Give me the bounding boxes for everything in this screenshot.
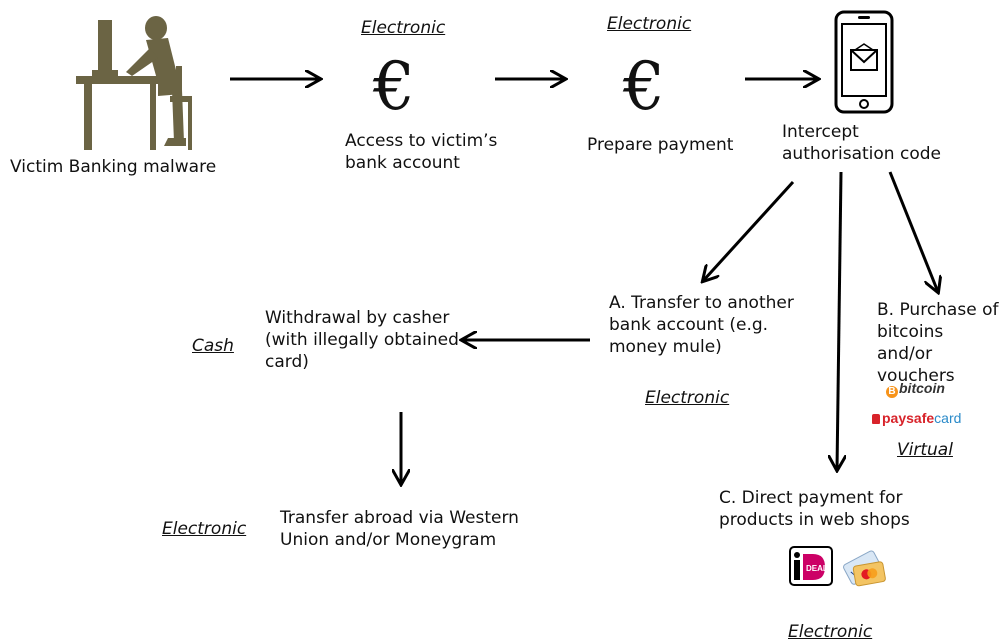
- abroad-step-label: Transfer abroad via Western Union and/or…: [280, 508, 519, 550]
- cash-step-label: Withdrawal by casher (with illegally obt…: [265, 308, 459, 372]
- branch-a-label: A. Transfer to another bank account (e.g…: [609, 293, 794, 357]
- person-at-computer-icon: [76, 16, 192, 150]
- svg-text:DEAL: DEAL: [806, 564, 828, 573]
- branch-c-tag: Electronic: [788, 622, 873, 642]
- branch-b-label: B. Purchase of bitcoins and/or vouchers: [877, 300, 999, 386]
- step1-tag: Electronic: [361, 18, 446, 38]
- step2-tag: Electronic: [607, 14, 692, 34]
- step2-label: Prepare payment: [587, 135, 734, 155]
- credit-card-icon: VISA: [843, 550, 886, 587]
- arrow-to-branch-c: [837, 171, 841, 470]
- branch-b-tag: Virtual: [897, 440, 953, 460]
- phone-envelope-icon: [834, 10, 894, 114]
- branch-c-label: C. Direct payment for products in web sh…: [719, 488, 910, 530]
- step1-label: Access to victim’s bank account: [345, 131, 498, 173]
- arrow-to-branch-b: [888, 171, 938, 292]
- abroad-tag: Electronic: [162, 519, 247, 539]
- cash-tag: Cash: [192, 336, 234, 356]
- euro-icon: €: [623, 48, 665, 125]
- euro-icon: €: [373, 48, 415, 125]
- step3-label: Intercept authorisation code: [782, 122, 941, 164]
- branch-a-tag: Electronic: [645, 388, 730, 408]
- paysafecard-logo: paysafecard: [872, 410, 961, 426]
- victim-label: Victim Banking malware: [10, 157, 217, 177]
- ideal-logo-icon: DEAL: [789, 546, 833, 586]
- arrow-to-branch-a: [703, 180, 795, 281]
